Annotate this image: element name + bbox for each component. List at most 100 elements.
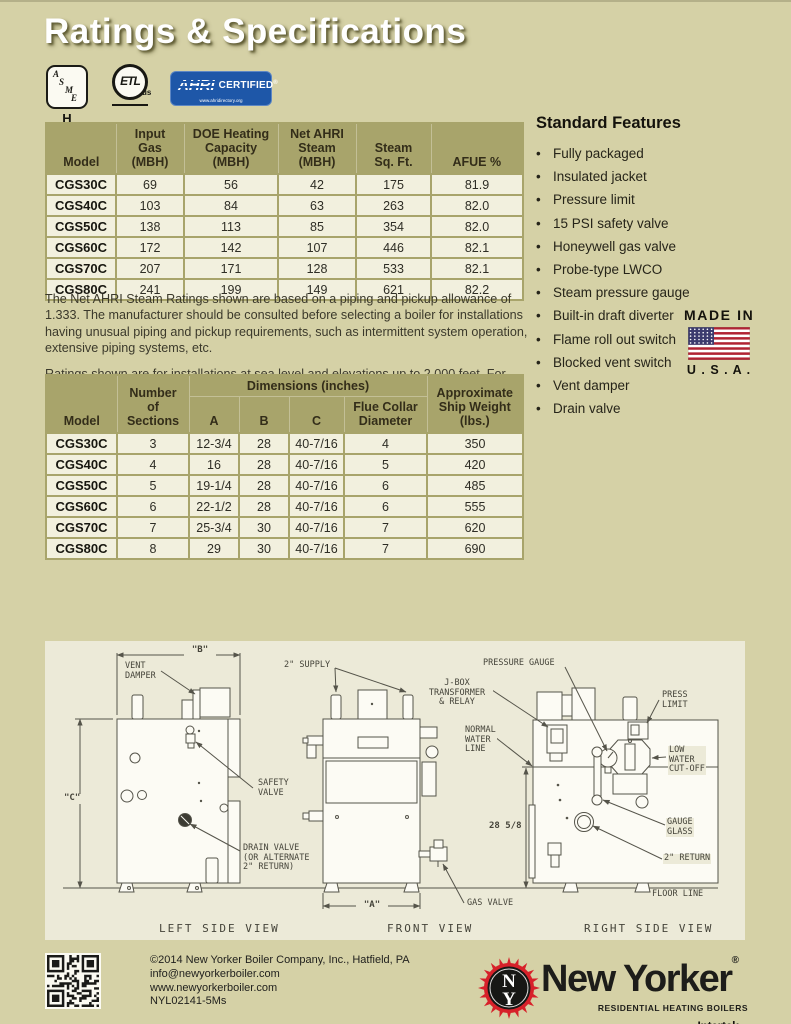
feature-text: Built-in draft diverter [553, 308, 674, 324]
value-cell: 350 [426, 432, 524, 455]
model-cell: CGS70C [45, 516, 118, 539]
value-cell: 30 [238, 537, 290, 560]
gear-monogram-icon: N Y [478, 957, 540, 1019]
asme-letter: A [53, 69, 60, 79]
value-cell: 85 [277, 215, 357, 238]
value-cell: 113 [183, 215, 279, 238]
qr-code [45, 953, 101, 1009]
jbox-label: J-BOX TRANSFORMER & RELAY [421, 678, 493, 708]
bullet-icon: • [536, 308, 541, 324]
col-header: Number of Sections [116, 374, 190, 434]
value-cell: 485 [426, 474, 524, 497]
dimensions-group-row: Model Number of Sections Dimensions (inc… [45, 374, 524, 434]
asme-letter: E [71, 93, 78, 103]
value-cell: 28 [238, 432, 290, 455]
col-header: Flue Collar Diameter [343, 396, 428, 434]
feature-item: •Pressure limit [536, 188, 756, 211]
asme-logo: A S M E H [46, 65, 88, 126]
value-cell: 171 [183, 257, 279, 280]
bullet-icon: • [536, 262, 541, 278]
value-cell: 207 [115, 257, 185, 280]
value-cell: 5 [116, 474, 190, 497]
value-cell: 5 [343, 453, 428, 476]
value-cell: 82.2 [430, 278, 524, 301]
model-cell: CGS60C [45, 236, 117, 259]
col-header: B [238, 396, 290, 434]
feature-text: Vent damper [553, 378, 630, 394]
value-cell: 555 [426, 495, 524, 518]
dimension-28-label: 28 5/8 [488, 821, 523, 832]
footer-line: NYL02141-5Ms [150, 995, 227, 1008]
footer-line: info@newyorkerboiler.com [150, 967, 280, 980]
value-cell: 420 [426, 453, 524, 476]
return-label: 2" RETURN [663, 853, 712, 864]
asme-letter: S [59, 77, 65, 87]
press-limit-label: PRESS LIMIT [661, 690, 689, 710]
footer-line: www.newyorkerboiler.com [150, 981, 278, 994]
etl-divider [112, 104, 148, 106]
front-view-caption: FRONT VIEW [387, 922, 474, 935]
model-cell: CGS50C [45, 215, 117, 238]
note-paragraph: The Net AHRI Steam Ratings shown are bas… [45, 292, 528, 356]
certification-logos: A S M E H ETL us Intertek AHRI CERTIFIED… [46, 62, 739, 1024]
value-cell: 25-3/4 [188, 516, 240, 539]
right-view-caption: RIGHT SIDE VIEW [584, 922, 714, 935]
vent-damper-label: VENT DAMPER [124, 661, 157, 681]
feature-text: Blocked vent switch [553, 354, 672, 370]
feature-item: •Vent damper [536, 374, 756, 397]
standard-features-list: • Fully packaged •Insulated jacket•Pressur… [536, 142, 756, 420]
value-cell: 175 [355, 173, 432, 196]
page-title: Ratings & Specifications [44, 12, 467, 51]
feature-item: •15 PSI safety valve [536, 212, 756, 235]
value-cell: 16 [188, 453, 240, 476]
value-cell: 8 [116, 537, 190, 560]
brand-name: New Yorker® [541, 955, 739, 1000]
ahri-certified-label: CERTIFIED® [218, 80, 278, 91]
value-cell: 82.0 [430, 215, 524, 238]
footer-line: ©2014 New Yorker Boiler Company, Inc., H… [150, 954, 410, 966]
feature-item: •Insulated jacket [536, 165, 756, 188]
value-cell: 81.9 [430, 173, 524, 196]
brand-logo: N Y New Yorker® RESIDENTIAL HEATING BOIL… [478, 955, 750, 1019]
model-cell: CGS40C [45, 194, 117, 217]
feature-text: Fully packaged [553, 146, 644, 161]
diagram-line-art [63, 652, 719, 909]
value-cell: 82.1 [430, 236, 524, 259]
etl-mark: ETL [120, 74, 141, 88]
value-cell: 29 [188, 537, 240, 560]
model-cell: CGS30C [45, 432, 118, 455]
bullet-icon: • [536, 192, 541, 208]
value-cell: 199 [183, 278, 279, 301]
ahri-site: www.ahridirectory.org [199, 98, 243, 103]
feature-item: •Honeywell gas valve [536, 235, 756, 258]
ratings-table: Model Input Gas (MBH) DOE Heating Capaci… [45, 122, 524, 301]
value-cell: 7 [343, 537, 428, 560]
value-cell: 690 [426, 537, 524, 560]
dimension-b-label: "B" [184, 645, 216, 656]
value-cell: 128 [277, 257, 357, 280]
col-header: Model [45, 374, 118, 434]
asme-stamp-icon: A S M E [46, 65, 88, 109]
value-cell: 138 [115, 215, 185, 238]
ahri-badge: AHRI CERTIFIED® www.ahridirectory.org [170, 71, 278, 106]
feature-text: Probe-type LWCO [553, 262, 663, 278]
model-cell: CGS80C [45, 537, 118, 560]
dimension-c-label: "C" [63, 793, 82, 804]
feature-item: • Probe-type LWCO [536, 258, 756, 281]
value-cell: 354 [355, 215, 432, 238]
made-in-label: MADE IN [684, 307, 755, 323]
etl-region: us [142, 88, 152, 97]
feature-text: Honeywell gas valve [553, 238, 677, 254]
safety-valve-label: SAFETY VALVE [257, 778, 290, 798]
value-cell: 533 [355, 257, 432, 280]
dimensions-group-header: Dimensions (inches) [188, 374, 428, 397]
value-cell: 82.0 [430, 194, 524, 217]
